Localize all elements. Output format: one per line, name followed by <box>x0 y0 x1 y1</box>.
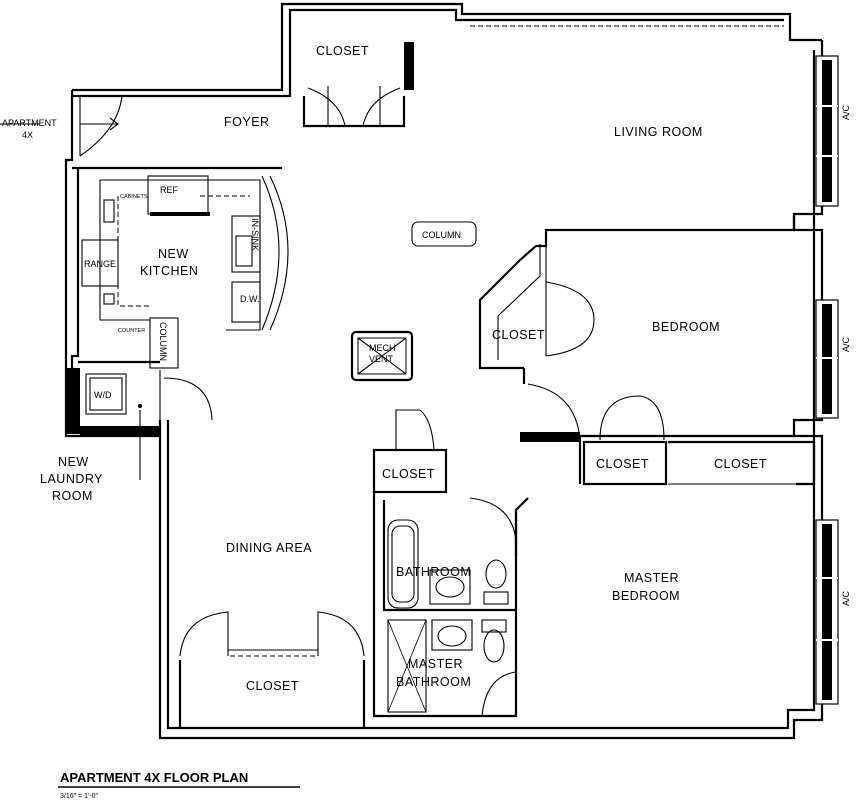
label-laundry-line1: NEW <box>58 455 89 469</box>
bathroom-toilet <box>485 559 507 589</box>
closet-door-right <box>362 87 401 127</box>
ac-windows <box>815 55 839 705</box>
label-wd: W/D <box>94 390 112 400</box>
wall-foyer-top-inner <box>72 8 784 98</box>
wall-right-inner <box>166 50 816 730</box>
bathroom-sink <box>429 569 471 605</box>
label-master-bathroom-line1: MASTER <box>408 657 463 671</box>
label-closet-hall-right1: CLOSET <box>596 457 649 471</box>
wall-right <box>158 40 824 740</box>
bedroom-door <box>527 383 581 441</box>
closet-top-outline <box>302 96 406 128</box>
dining-closet <box>178 611 366 728</box>
bedroom-wall-hatch <box>520 432 580 442</box>
label-ac-3: A/C <box>841 590 851 606</box>
entry-door <box>0 95 123 157</box>
sink <box>231 215 261 273</box>
label-closet-dining: CLOSET <box>246 679 299 693</box>
plan-scale: 3/16" = 1'-0" <box>60 793 99 800</box>
closet-wall-hatch <box>404 42 414 90</box>
label-master-bathroom-line2: BATHROOM <box>396 675 471 689</box>
kitchen <box>72 166 289 369</box>
closet-hall-right1-box <box>582 440 668 486</box>
closet-hall-box <box>372 448 448 494</box>
range <box>81 239 119 287</box>
label-column-center: COLUMN <box>422 230 461 240</box>
label-closet-hall-right2: CLOSET <box>714 457 767 471</box>
label-bedroom: BEDROOM <box>652 320 720 334</box>
label-in-sink: IN-SINK <box>250 218 260 251</box>
label-kitchen-line2: KITCHEN <box>140 264 198 278</box>
label-living-room: LIVING ROOM <box>614 125 703 139</box>
closet-door-left <box>307 87 346 127</box>
label-counter: COUNTER <box>118 328 145 334</box>
bedroom-walls <box>478 214 796 441</box>
shower <box>387 619 427 713</box>
label-closet-bedroom: CLOSET <box>492 328 545 342</box>
refrigerator <box>147 175 209 215</box>
label-dw: D.W. <box>240 294 260 304</box>
label-entry-4x: 4X <box>22 130 33 140</box>
wall-foyer-top <box>72 2 822 92</box>
label-kitchen-line1: NEW <box>158 247 189 261</box>
bedroom-closet-door-top <box>545 281 595 321</box>
kitchen-curved-wall <box>261 175 280 331</box>
label-ac-1: A/C <box>841 104 851 120</box>
label-laundry-line3: ROOM <box>52 489 93 503</box>
label-closet-top: CLOSET <box>316 44 369 58</box>
laundry-door <box>163 377 213 421</box>
bathtub <box>387 519 419 609</box>
label-laundry-line2: LAUNDRY <box>40 472 103 486</box>
label-dining-area: DINING AREA <box>226 541 312 555</box>
title-block: APARTMENT 4X FLOOR PLAN 3/16" = 1'-0" <box>58 770 300 800</box>
hall-closet-center <box>372 409 448 494</box>
master-toilet <box>483 629 505 663</box>
label-column-kitchen: COLUMN <box>158 322 168 361</box>
label-cabinets: CABINETS <box>120 194 148 200</box>
wall-kitchen-left-inner <box>70 168 160 430</box>
hatched-walls <box>66 42 580 442</box>
laundry <box>85 370 213 480</box>
label-mech: MECH <box>369 343 396 353</box>
plan-title: APARTMENT 4X FLOOR PLAN <box>60 770 248 785</box>
label-closet-hall: CLOSET <box>382 467 435 481</box>
label-ac-2: A/C <box>841 336 851 352</box>
hall-closets <box>582 395 816 486</box>
labels: CLOSET APARTMENT 4X FOYER LIVING ROOM RE… <box>2 44 851 693</box>
label-bathroom: BATHROOM <box>396 565 471 579</box>
label-range: RANGE <box>84 259 116 269</box>
label-vent: VENT <box>369 354 394 364</box>
laundry-wall-bottom <box>80 426 160 436</box>
washer-dryer <box>85 373 127 415</box>
label-master-bedroom-line1: MASTER <box>624 571 679 585</box>
label-foyer: FOYER <box>224 115 270 129</box>
center-column <box>411 221 477 247</box>
kitchen-column <box>149 317 179 369</box>
bedroom-closet-door-bottom <box>545 319 595 357</box>
top-closet <box>302 86 406 128</box>
dishwasher <box>231 281 261 323</box>
mech-vent <box>350 330 414 382</box>
label-master-bedroom-line2: BEDROOM <box>612 589 680 603</box>
label-ref: REF <box>160 185 179 195</box>
laundry-wall-block <box>66 368 80 434</box>
master-bathroom <box>387 619 517 717</box>
label-entry-apartment: APARTMENT <box>2 118 57 128</box>
master-sink <box>431 619 473 651</box>
